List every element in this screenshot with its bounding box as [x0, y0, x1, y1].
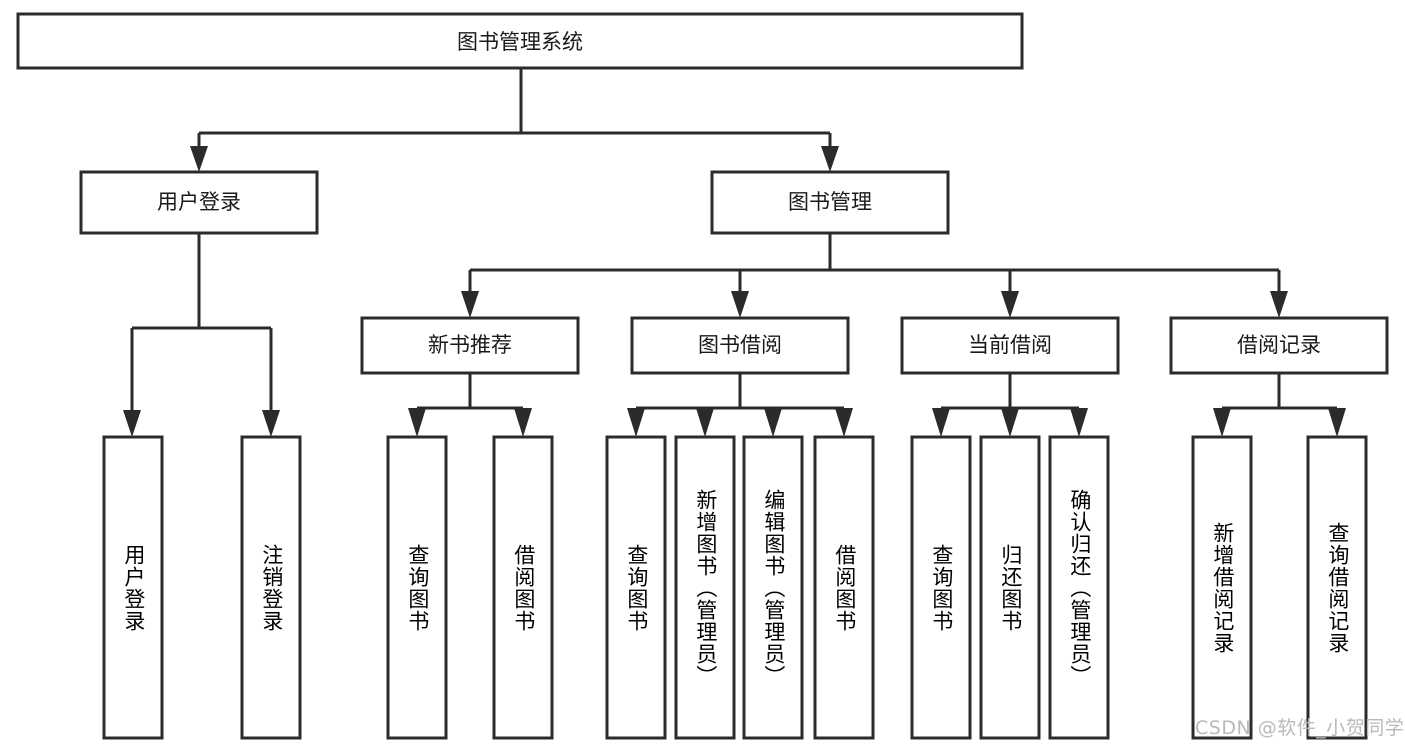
node-label-book-borrow: 图书借阅: [698, 333, 782, 357]
arrow-head-icon: [1001, 408, 1019, 437]
node-box-leaf-logout[interactable]: [240, 435, 302, 740]
connector-root-to-level2: [190, 68, 839, 172]
node-label-borrow-record: 借阅记录: [1237, 333, 1321, 357]
arrow-head-icon: [1070, 408, 1088, 437]
arrow-head-icon: [461, 291, 479, 318]
arrow-head-icon: [1270, 291, 1288, 318]
node-box-current-borrow[interactable]: [900, 316, 1120, 375]
arrow-head-icon: [262, 410, 280, 437]
arrow-head-icon: [514, 408, 532, 437]
node-box-leaf-add-record[interactable]: [1191, 435, 1253, 740]
node-box-leaf-borrow-book-1[interactable]: [492, 435, 554, 740]
node-box-leaf-edit-book[interactable]: [742, 435, 804, 740]
arrow-head-icon: [1213, 408, 1231, 437]
node-box-leaf-borrow-book-2[interactable]: [813, 435, 875, 740]
connector-bookmanage-to-level3: [461, 233, 1288, 318]
connector-currentborrow-to-leaves: [932, 373, 1088, 437]
arrow-head-icon: [1328, 408, 1346, 437]
arrow-head-icon: [190, 146, 208, 172]
arrow-head-icon: [821, 146, 839, 172]
node-box-leaf-query-book-1[interactable]: [386, 435, 448, 740]
node-box-book-manage[interactable]: [710, 170, 950, 235]
node-label-root: 图书管理系统: [457, 30, 583, 54]
node-label-current-borrow: 当前借阅: [968, 333, 1052, 357]
csdn-watermark: CSDN @软件_小贺同学: [1195, 717, 1405, 739]
connector-bookborrow-to-leaves: [627, 373, 853, 437]
arrow-head-icon: [932, 408, 950, 437]
arrow-head-icon: [123, 410, 141, 437]
arrow-head-icon: [408, 408, 426, 437]
arrow-head-icon: [1001, 291, 1019, 318]
node-label-new-book-rec: 新书推荐: [428, 333, 512, 357]
connector-userlogin-to-leaves: [123, 233, 280, 437]
node-box-book-borrow[interactable]: [630, 316, 850, 375]
node-box-user-login[interactable]: [79, 170, 319, 235]
arrow-head-icon: [764, 408, 782, 437]
connector-newbook-to-leaves: [408, 373, 532, 437]
node-box-leaf-add-book[interactable]: [674, 435, 736, 740]
node-box-new-book-rec[interactable]: [360, 316, 580, 375]
arrow-head-icon: [696, 408, 714, 437]
arrow-head-icon: [835, 408, 853, 437]
connector-borrowrecord-to-leaves: [1213, 373, 1346, 437]
node-box-root[interactable]: [16, 12, 1024, 70]
node-box-leaf-return-book[interactable]: [979, 435, 1041, 740]
node-box-leaf-query-record[interactable]: [1306, 435, 1368, 740]
node-box-borrow-record[interactable]: [1169, 316, 1389, 375]
node-box-leaf-confirm-return[interactable]: [1048, 435, 1110, 740]
arrow-head-icon: [627, 408, 645, 437]
node-label-book-manage: 图书管理: [788, 190, 872, 214]
arrow-head-icon: [731, 291, 749, 318]
node-box-leaf-query-book-2[interactable]: [605, 435, 667, 740]
node-box-leaf-query-book-3[interactable]: [910, 435, 972, 740]
node-box-leaf-user-login[interactable]: [102, 435, 164, 740]
node-label-user-login: 用户登录: [157, 190, 241, 214]
